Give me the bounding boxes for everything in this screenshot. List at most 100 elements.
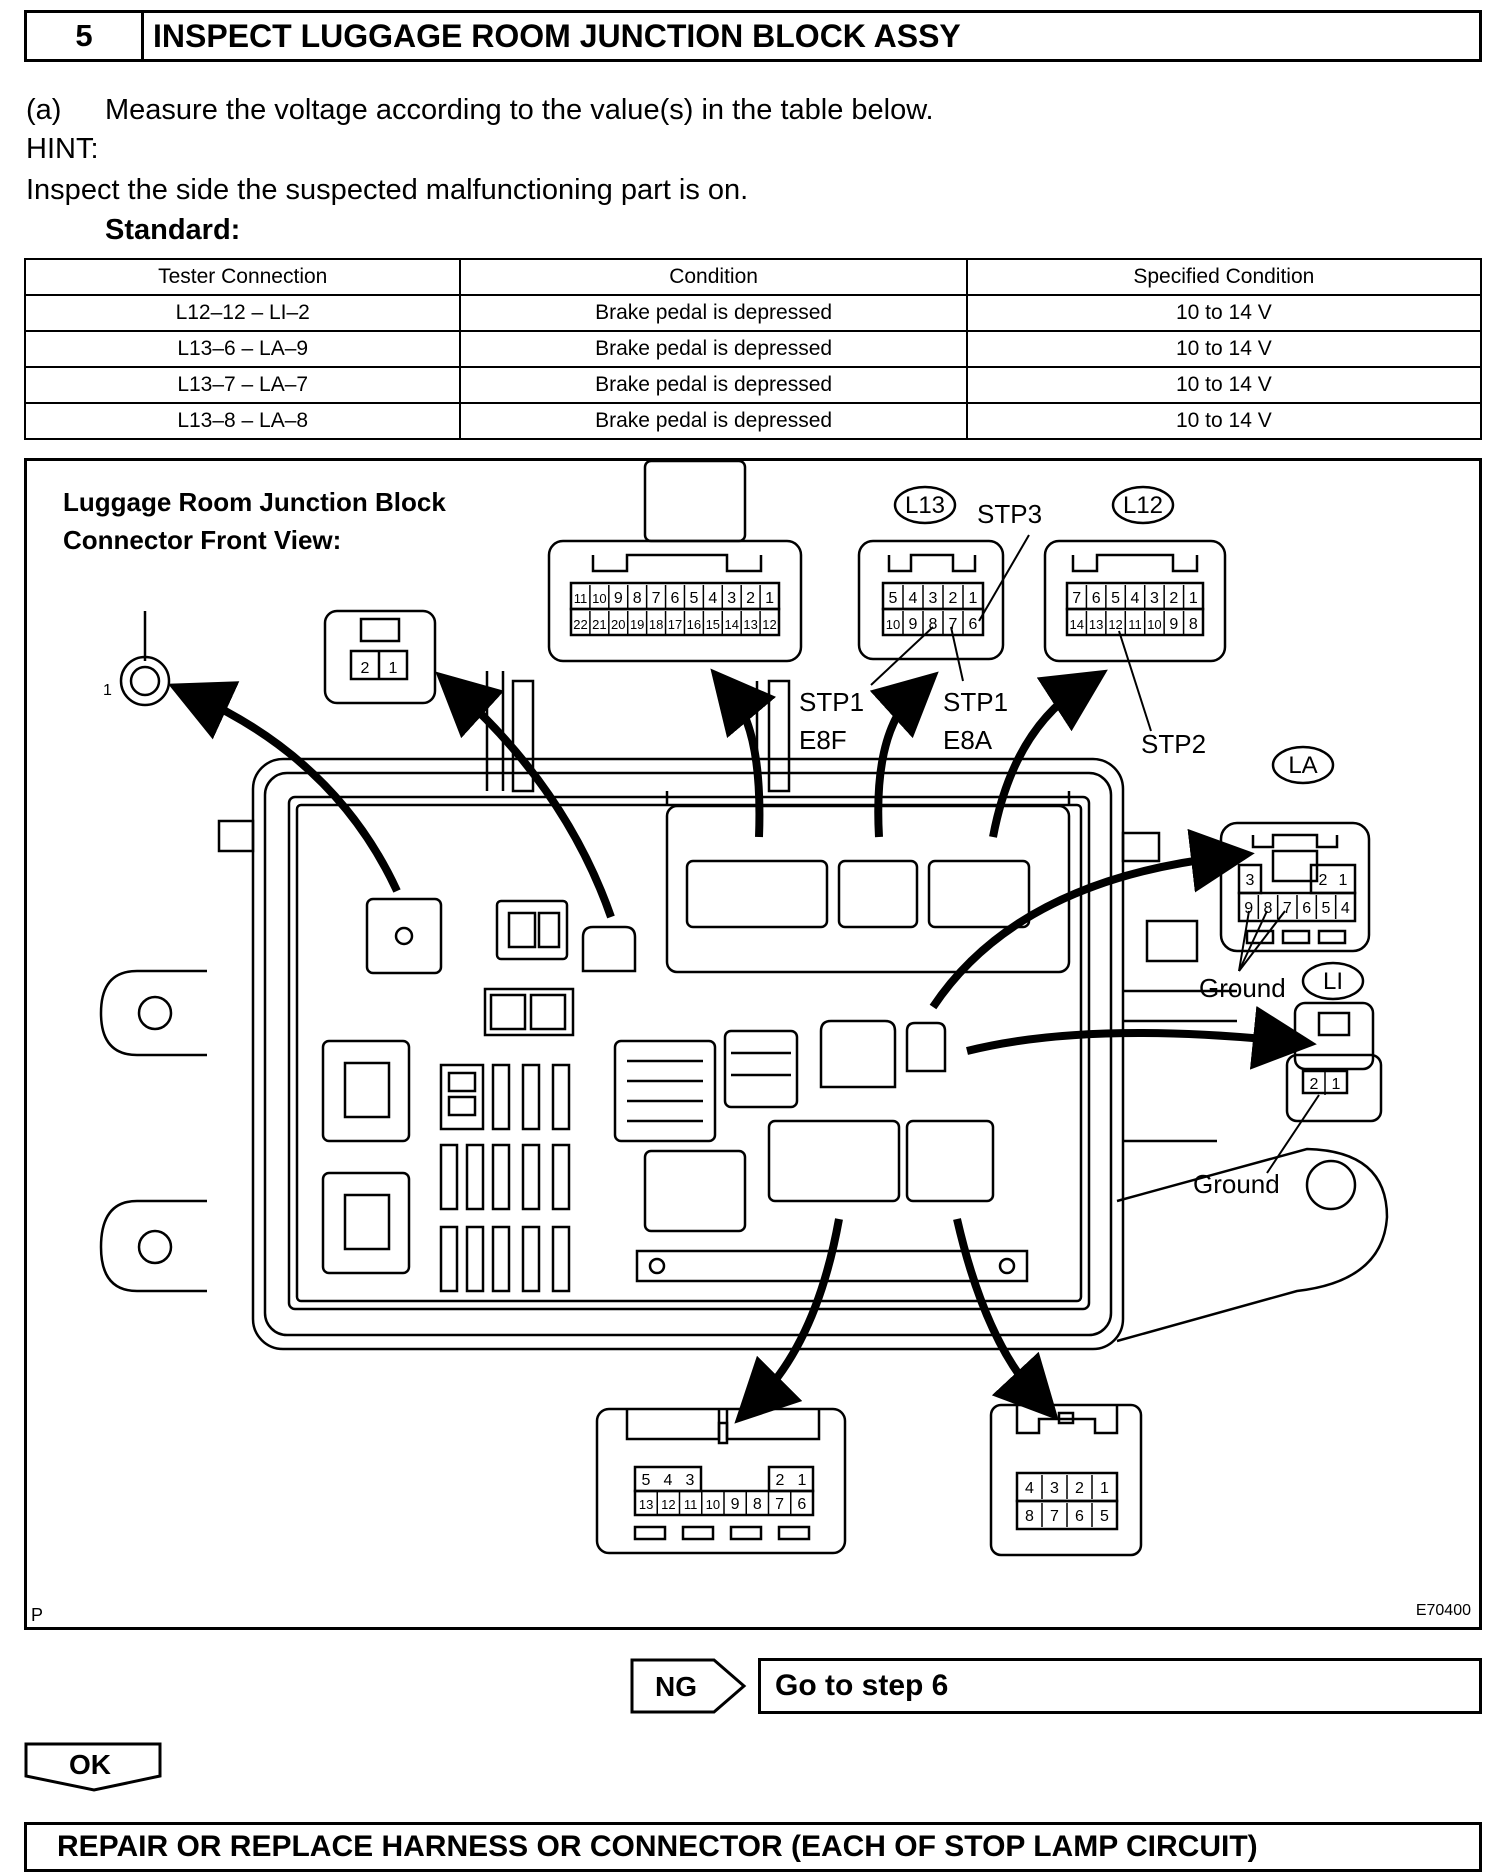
step-header: 5 INSPECT LUGGAGE ROOM JUNCTION BLOCK AS… (24, 10, 1482, 62)
pin-number: 6 (1302, 900, 1311, 917)
pin-number: 12 (1108, 617, 1122, 632)
pin-number: 6 (969, 616, 978, 633)
figure-id: E70400 (1416, 1602, 1471, 1619)
pin-number: 4 (1025, 1480, 1034, 1497)
table-header-cell: Specified Condition (965, 258, 1483, 296)
table-row: L12–12 – LI–2 Brake pedal is depressed 1… (23, 294, 1483, 332)
table-cell: 10 to 14 V (965, 294, 1483, 332)
label-ground-a: Ground (1199, 973, 1286, 1003)
stp2-leader (1118, 630, 1152, 732)
pin-number: 3 (929, 590, 938, 607)
ground-leader-2 (1238, 910, 1268, 972)
pin-number: 3 (1246, 872, 1255, 889)
pin-number: 2 (1169, 590, 1178, 607)
pin-number: 20 (611, 617, 625, 632)
label-ground-b: Ground (1193, 1169, 1280, 1199)
pin-number: 2 (1310, 1076, 1319, 1093)
ng-result-box: Go to step 6 (758, 1658, 1482, 1714)
arrow-to-la (929, 828, 1255, 1010)
pin-number: 10 (592, 591, 606, 606)
ground-bolt (1305, 1159, 1357, 1211)
final-action-text: REPAIR OR REPLACE HARNESS OR CONNECTOR (… (57, 1830, 1258, 1863)
pin-number: 2 (949, 590, 958, 607)
label-la: LA (1288, 752, 1317, 779)
pin-2pin-1: 1 (389, 660, 398, 677)
pin-number: 1 (1339, 872, 1348, 889)
pin-number: 1 (1332, 1076, 1341, 1093)
pin-number: 11 (574, 591, 588, 606)
table-row: L13–7 – LA–7 Brake pedal is depressed 10… (23, 366, 1483, 404)
table-header-cell: Condition (459, 258, 968, 296)
pin-number: 21 (592, 617, 606, 632)
pin-number: 5 (889, 590, 898, 607)
pin-number: 7 (1072, 590, 1081, 607)
spec-table: Tester Connection Condition Specified Co… (23, 258, 1483, 440)
pin-number: 2 (746, 590, 755, 607)
stp3-leader (978, 534, 1030, 622)
arrow-to-2pin (435, 671, 615, 919)
pin-number: 1 (798, 1472, 807, 1489)
pin-number: 3 (1150, 590, 1159, 607)
ok-tab: OK (24, 1742, 162, 1792)
hint-label: HINT: (26, 133, 99, 165)
figure-caption-line1: Luggage Room Junction Block (63, 487, 446, 517)
ground-leader-1 (1238, 910, 1250, 972)
junction-block-figure: Luggage Room Junction Block Connector Fr… (24, 458, 1482, 1630)
ng-result-text: Go to step 6 (775, 1669, 949, 1702)
pin-number: 8 (753, 1496, 762, 1513)
instruction-label: (a) (26, 94, 62, 126)
ng-label: NG (655, 1671, 697, 1702)
pin-number: 11 (684, 1497, 698, 1512)
pin-number: 2 (1075, 1480, 1084, 1497)
table-row: L13–8 – LA–8 Brake pedal is depressed 10… (23, 402, 1483, 440)
pin-number: 6 (671, 590, 680, 607)
table-cell: L12–12 – LI–2 (23, 294, 462, 332)
arrow-to-13pin (734, 1218, 843, 1424)
table-header-row: Tester Connection Condition Specified Co… (23, 258, 1483, 296)
label-e8f: E8F (799, 725, 847, 755)
label-l12: L12 (1123, 492, 1163, 519)
pin-number: 5 (1100, 1508, 1109, 1525)
center-connector-details (627, 1051, 791, 1233)
pin-number: 8 (1025, 1508, 1034, 1525)
ground-leader-li (1266, 1094, 1320, 1174)
connector-2pin (323, 609, 437, 705)
pin-number: 3 (727, 590, 736, 607)
final-action-box: REPAIR OR REPLACE HARNESS OR CONNECTOR (… (24, 1822, 1482, 1872)
pin-number: 17 (668, 617, 682, 632)
pointer-arrows (167, 668, 1317, 1424)
pin-number: 12 (762, 617, 776, 632)
connector-13pin (595, 1407, 847, 1555)
arrow-to-li (966, 1005, 1317, 1070)
pin-number: 19 (630, 617, 644, 632)
pin-number: 7 (1050, 1508, 1059, 1525)
pin-number: 6 (797, 1496, 806, 1513)
table-cell: L13–7 – LA–7 (23, 366, 462, 404)
instruction-text: Measure the voltage according to the val… (105, 94, 934, 126)
table-cell: 10 to 14 V (965, 330, 1483, 368)
pin-number: 3 (686, 1472, 695, 1489)
pin-number: 4 (708, 590, 717, 607)
pin-number: 13 (743, 617, 757, 632)
step-title: INSPECT LUGGAGE ROOM JUNCTION BLOCK ASSY (153, 17, 961, 54)
pin-number: 10 (706, 1497, 720, 1512)
pin-number: 6 (1075, 1508, 1084, 1525)
pin-number: 4 (1131, 590, 1140, 607)
pin-number: 16 (687, 617, 701, 632)
standard-label: Standard: (105, 214, 241, 246)
step-number: 5 (27, 13, 144, 59)
pin-number: 18 (649, 617, 663, 632)
pin-number: 9 (731, 1496, 740, 1513)
pin-number: 7 (1283, 900, 1292, 917)
pin-number: 3 (1050, 1480, 1059, 1497)
pin-number: 9 (909, 616, 918, 633)
table-cell: Brake pedal is depressed (459, 402, 968, 440)
pin-number: 1 (969, 590, 978, 607)
table-cell: 10 to 14 V (965, 366, 1483, 404)
pin-number: 10 (886, 617, 900, 632)
pin-number: 4 (1341, 900, 1350, 917)
